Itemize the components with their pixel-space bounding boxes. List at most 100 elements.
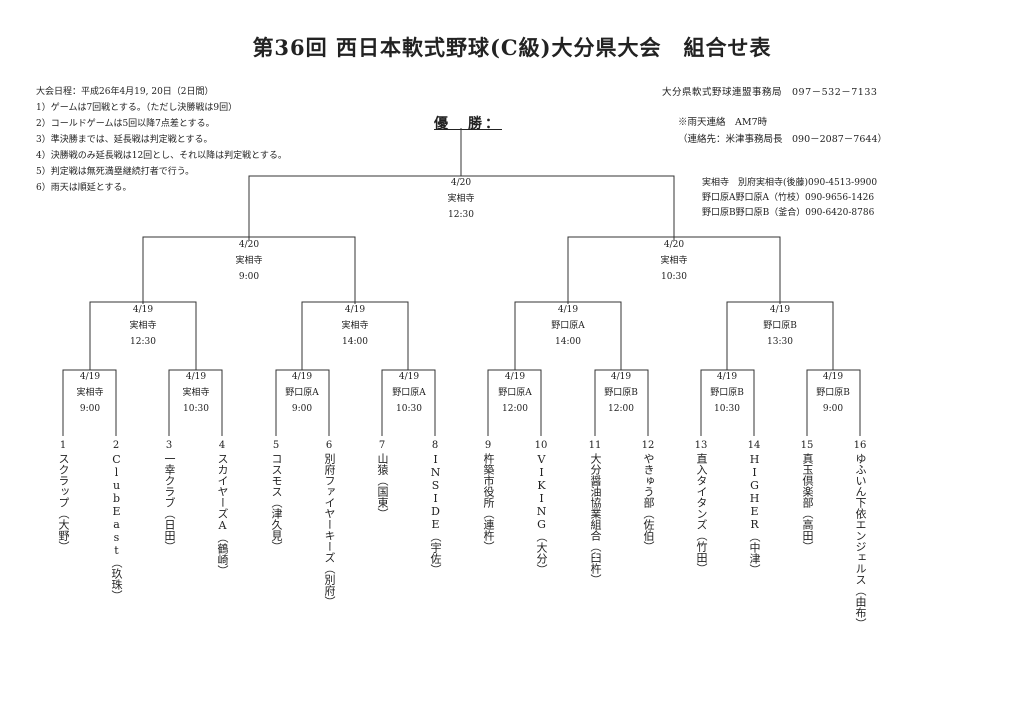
match-date: 4/19 — [557, 305, 579, 315]
team-name: HIGHER（中津） — [748, 453, 761, 575]
match-date: 4/20 — [450, 178, 472, 188]
match-time: 12:00 — [608, 404, 634, 414]
team-entry: 2 ClubEast（玖珠） — [108, 440, 124, 601]
match-quarterfinal: 4/19 野口原B 13:30 — [740, 302, 820, 350]
match-venue: 実相寺 — [235, 256, 263, 266]
team-entry: 6 別府ファイヤーキーズ（別府） — [321, 440, 337, 607]
team-number: 2 — [112, 440, 120, 451]
bracket-line-qf — [514, 301, 622, 370]
match-time: 14:00 — [555, 337, 581, 347]
team-entry: 4 スカイヤーズA（鶴崎） — [214, 440, 230, 576]
tournament-rules: 大会日程：平成26年4月19, 20日（2日間） 1）ゲームは7回戦とする。（た… — [36, 84, 287, 196]
match-time: 12:30 — [130, 337, 156, 347]
team-entry: 9 杵築市役所（連杵） — [480, 440, 496, 552]
team-entry: 15 真玉倶楽部（高田） — [799, 440, 815, 552]
rain-contact: ※雨天連絡 AM7時 （連絡先：米津事務局長 090－2087－7644） — [678, 114, 887, 148]
bracket-line-r1 — [168, 369, 223, 436]
team-name: スクラップ（大野） — [57, 453, 70, 552]
match-venue: 実相寺 — [182, 388, 210, 398]
match-semifinal: 4/20 実相寺 9:00 — [209, 237, 289, 285]
venue-contact: 実相寺 別府実相寺(後藤)090-4513-9900 — [702, 178, 878, 188]
bracket-line-qf — [89, 301, 197, 370]
team-number: 16 — [853, 440, 867, 451]
team-number: 6 — [325, 440, 333, 451]
team-name: 直入タイタンズ（竹田） — [695, 453, 708, 574]
match-venue: 野口原A — [392, 388, 426, 398]
match-first-round: 4/19 野口原B 12:00 — [581, 369, 661, 417]
match-first-round: 4/19 野口原A 12:00 — [475, 369, 555, 417]
match-date: 4/19 — [291, 372, 313, 382]
match-date: 4/19 — [344, 305, 366, 315]
match-venue: 野口原A — [551, 321, 585, 331]
match-time: 13:30 — [767, 337, 793, 347]
venue-contact: 野口原B野口原B（釜合）090-6420-8786 — [702, 208, 875, 218]
team-entry: 12 やきゅう部（佐伯） — [640, 440, 656, 552]
match-date: 4/19 — [716, 372, 738, 382]
match-first-round: 4/19 実相寺 9:00 — [50, 369, 130, 417]
match-first-round: 4/19 実相寺 10:30 — [156, 369, 236, 417]
team-entry: 3 一幸クラブ（日田） — [161, 440, 177, 552]
match-time: 10:30 — [396, 404, 422, 414]
team-name: INSIDE（宇佐） — [429, 453, 442, 575]
team-name: 大分醤油協業組合（臼杵） — [589, 453, 602, 585]
team-name: 真玉倶楽部（高田） — [801, 453, 814, 552]
bracket-line-semi — [567, 236, 781, 304]
team-entry: 1 スクラップ（大野） — [55, 440, 71, 552]
team-name: スカイヤーズA（鶴崎） — [216, 453, 229, 576]
office-contact: 大分県軟式野球連盟事務局 097－532－7133 — [662, 87, 878, 98]
match-time: 12:30 — [448, 210, 474, 220]
match-venue: 実相寺 — [447, 194, 475, 204]
champion-label: 優 勝： — [434, 116, 502, 132]
team-number: 15 — [800, 440, 814, 451]
team-entry: 8 INSIDE（宇佐） — [427, 440, 443, 575]
page-title: 第36回 西日本軟式野球(C級)大分県大会 組合せ表 — [252, 35, 772, 60]
match-quarterfinal: 4/19 実相寺 12:30 — [103, 302, 183, 350]
rule-note: 2）コールドゲームは5回以降7点差とする。 — [36, 119, 215, 129]
match-venue: 実相寺 — [660, 256, 688, 266]
team-number: 4 — [218, 440, 226, 451]
team-number: 7 — [378, 440, 386, 451]
match-semifinal: 4/20 実相寺 10:30 — [634, 237, 714, 285]
match-venue: 実相寺 — [129, 321, 157, 331]
match-venue: 野口原B — [604, 388, 638, 398]
match-date: 4/19 — [822, 372, 844, 382]
match-quarterfinal: 4/19 実相寺 14:00 — [315, 302, 395, 350]
team-entry: 7 山猿（国東） — [374, 440, 390, 519]
match-time: 9:00 — [238, 272, 260, 282]
match-time: 9:00 — [822, 404, 844, 414]
team-entry: 14 HIGHER（中津） — [746, 440, 762, 575]
match-date: 4/19 — [610, 372, 632, 382]
match-time: 10:30 — [714, 404, 740, 414]
bracket-line-r1 — [700, 369, 755, 436]
team-entry: 11 大分醤油協業組合（臼杵） — [587, 440, 603, 585]
team-name: 山猿（国東） — [376, 453, 389, 519]
match-venue: 野口原B — [816, 388, 850, 398]
team-name: 一幸クラブ（日田） — [163, 453, 176, 552]
match-time: 9:00 — [79, 404, 101, 414]
bracket-line-r1 — [275, 369, 330, 436]
rule-note: 3）準決勝までは、延長戦は判定戦とする。 — [36, 135, 213, 145]
team-entry: 16 ゆふいん下依エンジェルス（由布） — [852, 440, 868, 629]
team-name: ゆふいん下依エンジェルス（由布） — [854, 453, 867, 629]
team-entry: 5 コスモス（津久見） — [268, 440, 284, 552]
team-number: 8 — [431, 440, 439, 451]
bracket-line-qf — [301, 301, 409, 370]
match-date: 4/19 — [185, 372, 207, 382]
team-number: 11 — [588, 440, 602, 451]
match-final: 4/20 実相寺 12:30 — [421, 175, 501, 223]
match-date: 4/19 — [398, 372, 420, 382]
team-name: ClubEast（玖珠） — [110, 453, 123, 601]
match-first-round: 4/19 野口原B 9:00 — [793, 369, 873, 417]
rain-contact-time: ※雨天連絡 AM7時 — [678, 117, 768, 128]
match-venue: 野口原A — [498, 388, 532, 398]
team-entry: 10 VIKING（大分） — [533, 440, 549, 575]
bracket-line-semi — [142, 236, 356, 304]
venue-contact: 野口原A野口原A（竹枝）090-9656-1426 — [702, 193, 875, 203]
match-time: 12:00 — [502, 404, 528, 414]
bracket-line-r1 — [594, 369, 649, 436]
match-time: 14:00 — [342, 337, 368, 347]
match-venue: 野口原B — [763, 321, 797, 331]
venue-contacts: 実相寺 別府実相寺(後藤)090-4513-9900 野口原A野口原A（竹枝）0… — [702, 176, 877, 221]
team-name: VIKING（大分） — [535, 453, 548, 575]
